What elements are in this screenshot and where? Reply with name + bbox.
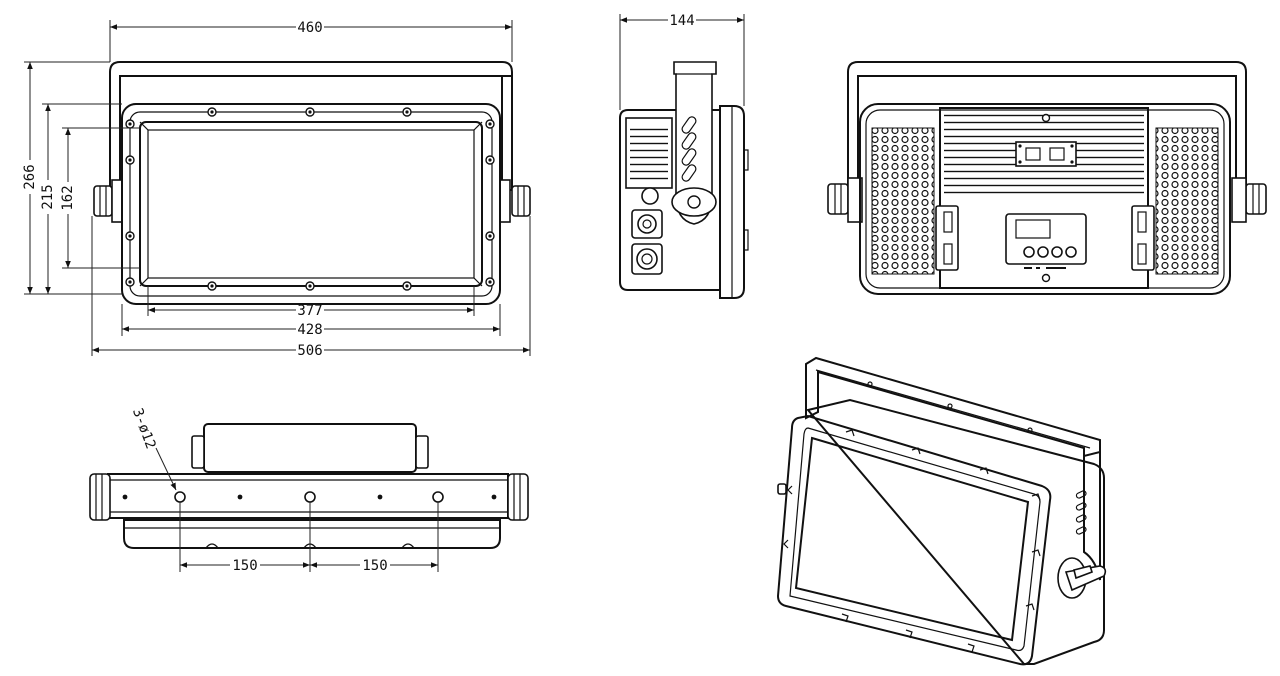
front-knob-right	[511, 185, 531, 217]
rear-fan-grille-left	[871, 127, 935, 275]
dim-150-right: 150	[310, 502, 439, 574]
top-mount-holes	[122, 491, 497, 503]
rear-connector-left	[935, 205, 959, 271]
side-bezel	[719, 105, 745, 299]
dim-266: 266	[22, 61, 122, 295]
dim-506: 506	[91, 216, 531, 359]
dim-150-left-label: 150	[232, 558, 257, 574]
front-lens	[147, 129, 475, 279]
dim-377: 377	[147, 286, 475, 319]
isometric-view	[776, 356, 1107, 666]
dim-377-label: 377	[297, 303, 322, 319]
front-housing	[121, 103, 501, 305]
rear-bracket	[847, 61, 1247, 191]
iso-bracket	[805, 356, 1101, 458]
top-view: 3-ø12 150 150	[89, 406, 529, 574]
side-vents	[681, 116, 697, 182]
top-knob-left	[89, 473, 111, 521]
dim-162: 162	[60, 127, 140, 269]
rear-connector-right	[1131, 205, 1155, 271]
rear-center-panel	[939, 107, 1149, 289]
dim-215-label: 215	[40, 184, 56, 209]
dim-215: 215	[40, 103, 122, 295]
dim-150-right-label: 150	[362, 558, 387, 574]
dim-150-left: 150	[179, 502, 311, 574]
dim-266-label: 266	[22, 164, 38, 189]
front-screws	[125, 107, 495, 291]
top-knob-right	[507, 473, 529, 521]
side-housing	[619, 109, 721, 291]
front-knob-left	[93, 185, 113, 217]
iso-vents	[1075, 490, 1087, 535]
front-bracket	[109, 61, 513, 191]
rear-knob-right	[1245, 183, 1267, 215]
side-view: 144	[619, 13, 749, 299]
dim-460: 460	[109, 20, 513, 62]
iso-front-bezel	[776, 414, 1052, 666]
dim-144-label: 144	[669, 13, 694, 29]
front-window-frame	[139, 121, 483, 287]
dim-144: 144	[619, 13, 745, 110]
rear-view	[827, 61, 1267, 295]
dim-506-label: 506	[297, 343, 322, 359]
rear-display-module	[1005, 213, 1087, 269]
iso-lens	[794, 436, 1030, 642]
rear-knob-left	[827, 183, 849, 215]
top-rear-box	[203, 423, 417, 473]
dim-460-label: 460	[297, 20, 322, 36]
rear-housing	[859, 103, 1231, 295]
dim-162-label: 162	[60, 185, 76, 210]
dim-428-label: 428	[297, 322, 322, 338]
iso-screws	[783, 429, 1041, 653]
hole-label: 3-ø12	[129, 406, 158, 451]
dim-428: 428	[121, 304, 501, 338]
iso-housing	[806, 398, 1105, 665]
top-front-bezel	[123, 519, 501, 549]
rear-fan-grille-right	[1155, 127, 1219, 275]
side-connectors	[631, 187, 663, 275]
front-view: 460 266 215 162	[22, 20, 531, 359]
iso-knob	[1057, 557, 1107, 599]
